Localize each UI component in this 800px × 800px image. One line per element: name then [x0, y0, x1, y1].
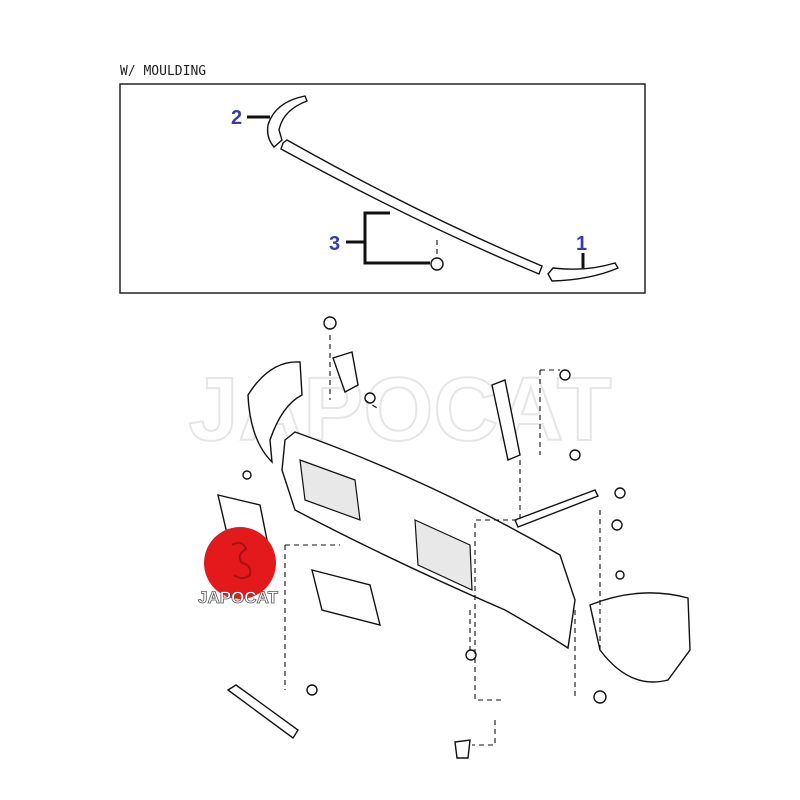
- bumper-lower-strip-part[interactable]: [226, 684, 318, 740]
- japocat-logo: JAPOCAT: [198, 527, 279, 607]
- callout-3-leader: [346, 211, 430, 265]
- fasteners-lower: [454, 649, 607, 759]
- bumper-bracket-left-part[interactable]: [323, 316, 376, 404]
- inset-frame: [119, 83, 646, 294]
- bumper-end-right-part[interactable]: [589, 592, 691, 683]
- callout-1: 1: [576, 233, 587, 255]
- bumper-bracket-right-part[interactable]: [491, 369, 581, 461]
- logo-text: JAPOCAT: [198, 588, 279, 607]
- bumper-side-left-part[interactable]: [247, 361, 303, 464]
- moulding-clip-part[interactable]: [430, 240, 444, 271]
- moulding-end-left-part[interactable]: [266, 95, 308, 148]
- callout-3: 3: [329, 233, 340, 255]
- moulding-strip-part[interactable]: [280, 139, 543, 275]
- fog-lamp-cover-center-part[interactable]: [311, 569, 381, 626]
- dashed-reference-lines: [284, 335, 601, 746]
- inset-title: W/ MOULDING: [120, 64, 206, 79]
- stay-rod-part[interactable]: [514, 487, 626, 580]
- callout-2: 2: [231, 107, 242, 129]
- moulding-end-right-part[interactable]: [547, 262, 620, 282]
- front-bumper-bar-part[interactable]: [281, 431, 576, 650]
